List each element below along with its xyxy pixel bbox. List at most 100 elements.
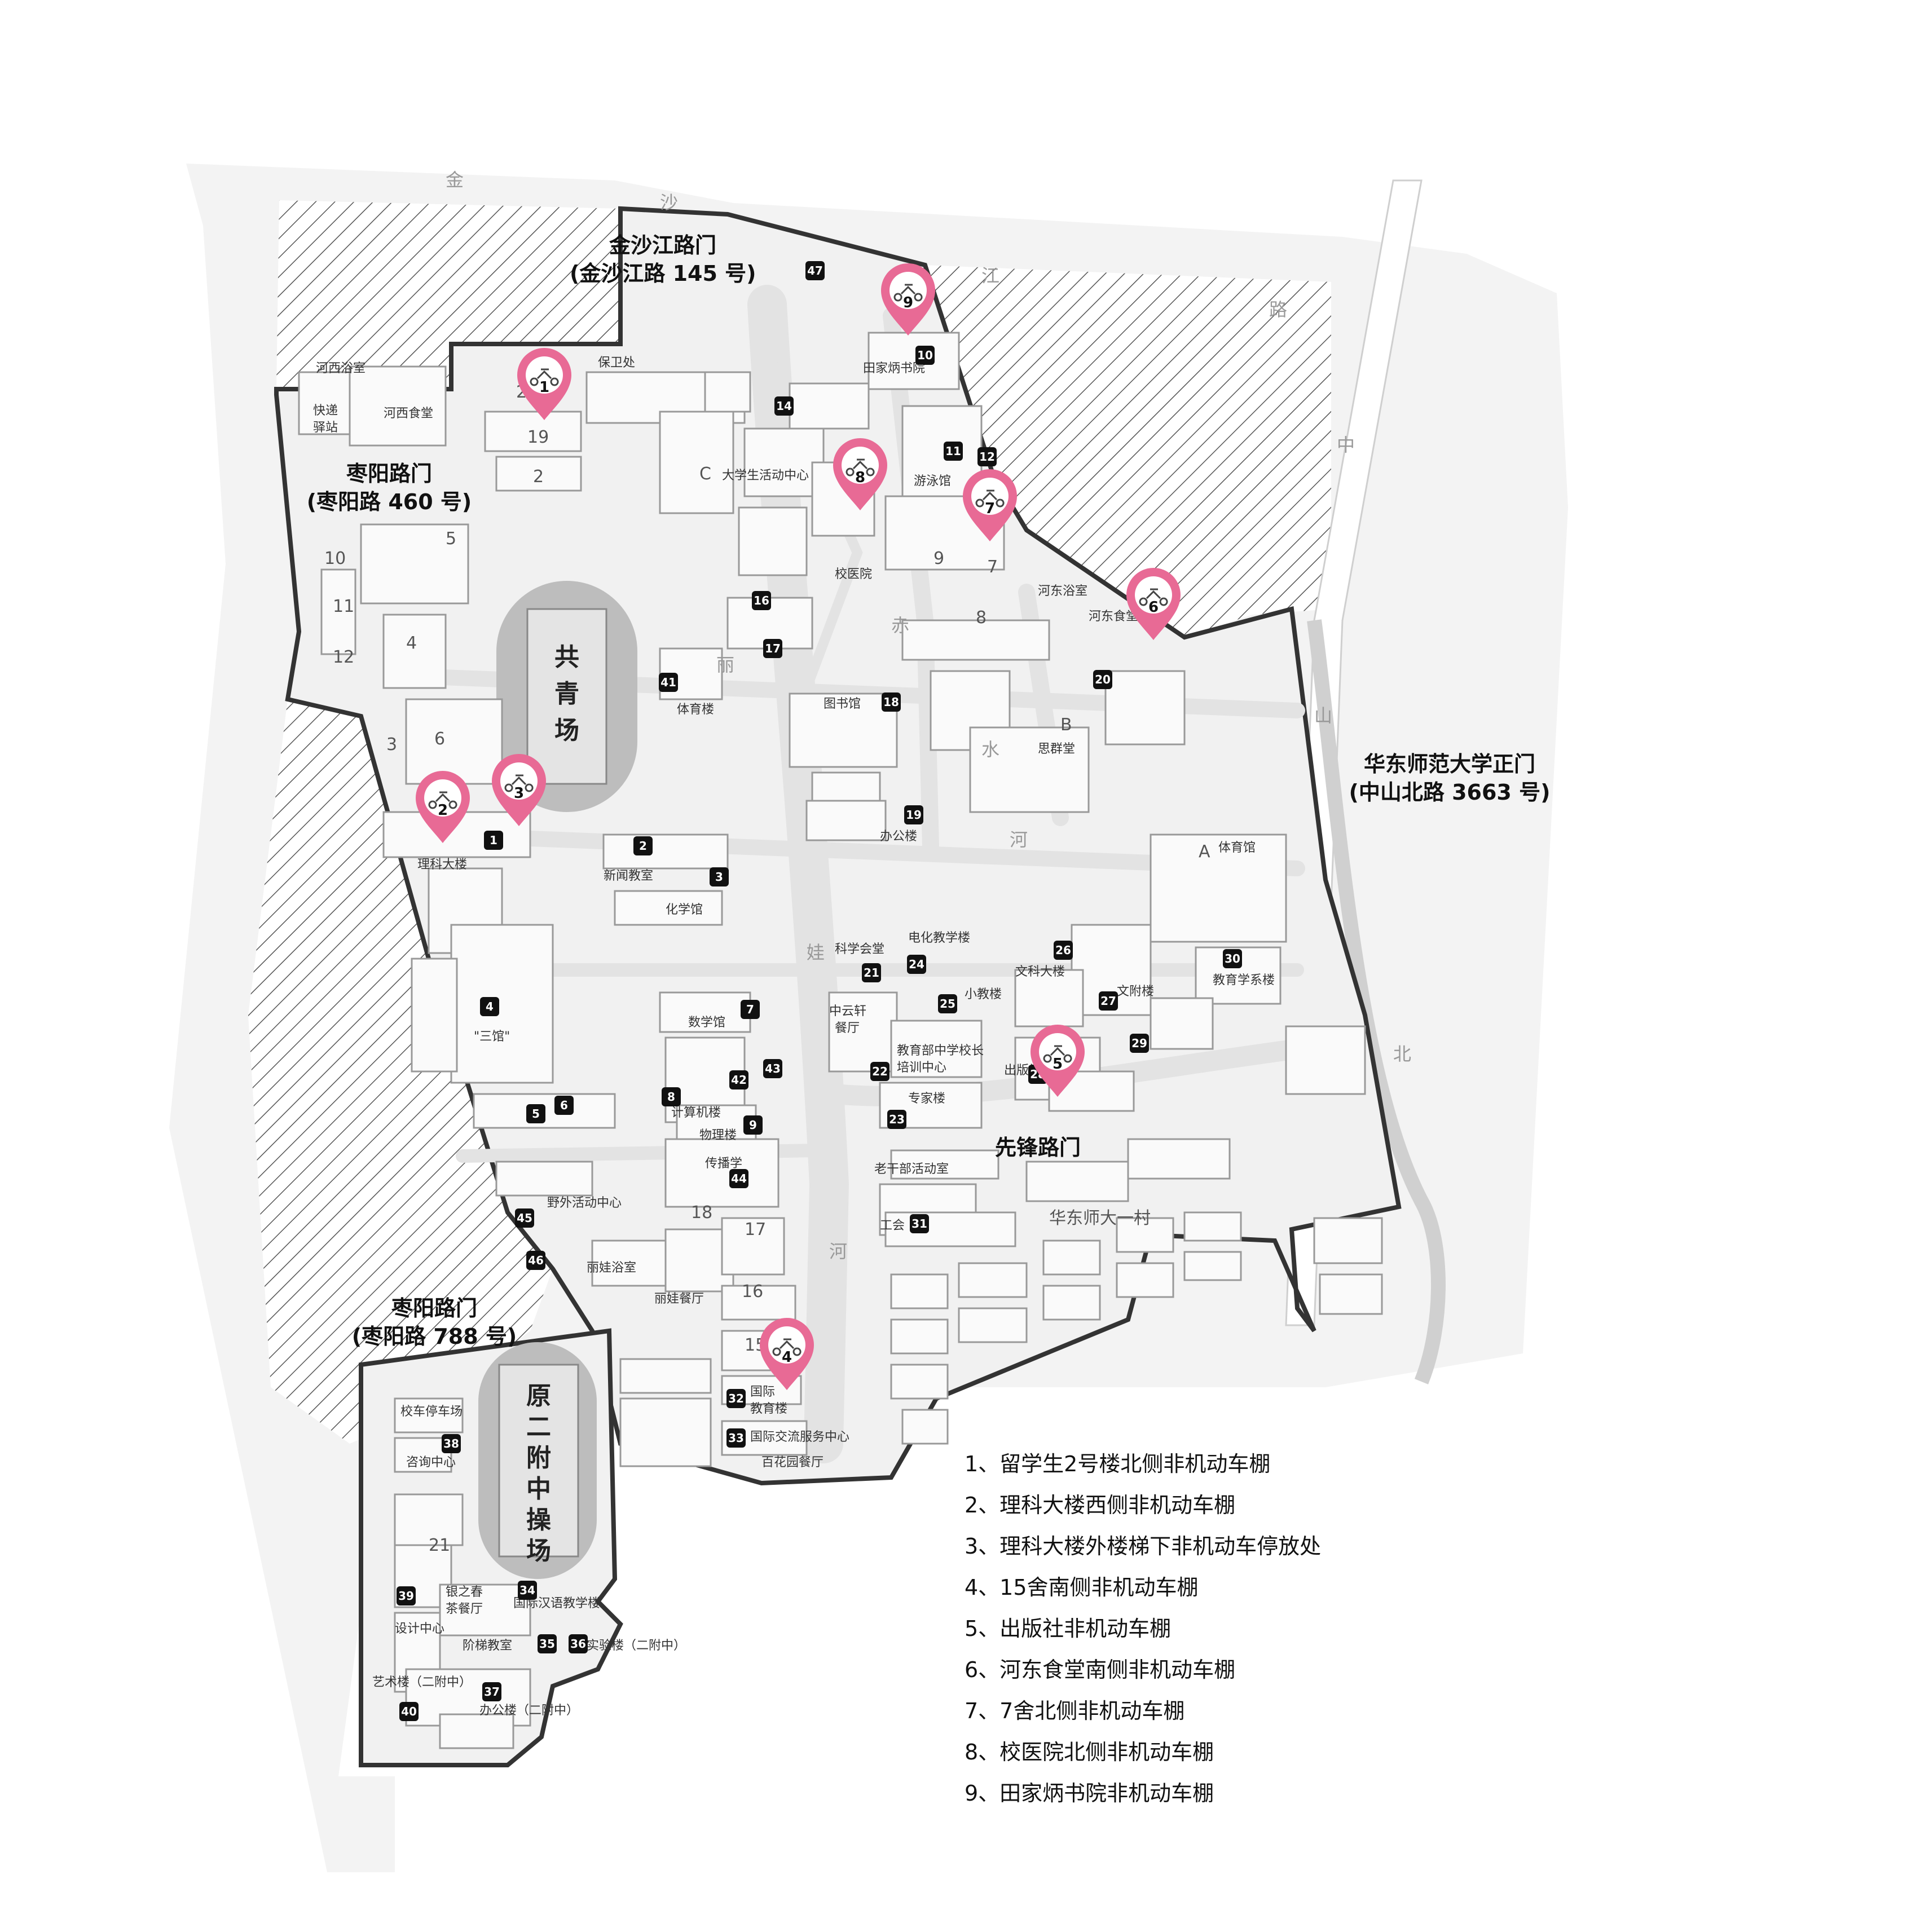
road-label-jiang: 江	[981, 265, 999, 286]
building-badge-5: 5	[526, 1104, 545, 1123]
badge-number: 10	[917, 349, 933, 362]
dorm-16: 16	[742, 1282, 763, 1302]
badge-number: 20	[1095, 673, 1111, 686]
parking-marker-8[interactable]: 8	[833, 438, 887, 510]
building-badge-26: 26	[1054, 941, 1073, 960]
gate-zaoyang-south: 枣阳路门 (枣阳路 788 号)	[338, 1294, 530, 1351]
badge-number: 42	[731, 1073, 747, 1087]
label-canting: 餐厅	[835, 1021, 860, 1035]
parking-marker-4[interactable]: 4	[760, 1318, 814, 1390]
dorm-18: 18	[691, 1203, 712, 1223]
parking-marker-1[interactable]: 1	[517, 348, 571, 420]
bike-icon	[772, 1338, 802, 1356]
building-badge-21: 21	[862, 963, 881, 982]
marker-number: 1	[539, 379, 549, 396]
badge-number: 17	[765, 642, 781, 655]
label-wenfu: 文附楼	[1117, 985, 1154, 999]
field-label-gongqing-3: 场	[554, 716, 579, 745]
label-huadong-yicun: 华东师大一村	[1049, 1208, 1151, 1228]
building-badge-47: 47	[805, 261, 825, 280]
badge-box	[977, 447, 997, 466]
badge-box	[482, 1682, 501, 1701]
badge-number: 23	[889, 1113, 905, 1126]
badge-box	[518, 1581, 537, 1600]
label-jiaoyuxue: 教育学系楼	[1213, 973, 1275, 987]
building-badge-43: 43	[763, 1059, 782, 1078]
parking-marker-6[interactable]: 6	[1126, 568, 1181, 640]
gate-jinshajiang: 金沙江路门 (金沙江路 145 号)	[570, 231, 756, 288]
badge-box	[741, 1000, 760, 1019]
badge-box	[763, 639, 782, 658]
badge-box	[1130, 1034, 1149, 1053]
gate-main-name: 华东师范大学正门	[1363, 752, 1535, 777]
badge-number: 36	[570, 1637, 586, 1651]
field-label-gongqing-2: 青	[554, 680, 579, 708]
badge-box	[774, 396, 794, 416]
badge-box	[805, 261, 825, 280]
parking-marker-5[interactable]: 5	[1031, 1025, 1085, 1097]
label-xinwen: 新闻教室	[604, 869, 653, 883]
dorm-19: 19	[527, 427, 549, 447]
label-shiyan: 实验楼（二附中）	[587, 1639, 686, 1653]
bike-icon	[1043, 1045, 1072, 1063]
bike-icon	[845, 458, 875, 477]
building-badge-14: 14	[774, 396, 794, 416]
building-badge-31: 31	[910, 1214, 929, 1233]
bike-icon	[1139, 588, 1168, 606]
building-badge-22: 22	[870, 1062, 889, 1081]
badge-box	[1054, 941, 1073, 960]
dorm-12: 12	[333, 647, 354, 667]
road-zhongshan-north-curve	[1307, 619, 1446, 1384]
road-label-bei: 北	[1393, 1043, 1411, 1065]
badge-box	[442, 1434, 461, 1453]
badge-number: 19	[906, 808, 922, 822]
legend-item-5: 5、出版社非机动车棚	[965, 1616, 1172, 1641]
dorm-5: 5	[446, 529, 456, 549]
label-bangong2: 办公楼（二附中）	[479, 1704, 579, 1718]
badge-box	[887, 1110, 906, 1129]
label-jisuanji: 计算机楼	[671, 1106, 721, 1120]
label-zhongyun: 中云轩	[829, 1004, 866, 1018]
label-yizhan: 驿站	[313, 421, 338, 435]
parking-marker-7[interactable]: 7	[963, 469, 1017, 541]
label-hedong-bath: 河东浴室	[1038, 584, 1087, 598]
parking-marker-2[interactable]: 2	[416, 771, 470, 843]
parking-marker-3[interactable]: 3	[492, 754, 546, 826]
badge-box	[538, 1634, 557, 1653]
badge-box	[659, 673, 678, 692]
building-badge-37: 37	[482, 1682, 501, 1701]
badge-box	[526, 1104, 545, 1123]
parking-marker-9[interactable]: 9	[881, 263, 935, 336]
building-badge-18: 18	[882, 692, 901, 712]
badge-number: 2	[639, 839, 647, 853]
marker-number: 7	[985, 500, 995, 517]
badge-box	[915, 346, 935, 365]
building-badge-34: 34	[518, 1581, 537, 1600]
building-badge-3: 3	[710, 867, 729, 886]
building-badge-46: 46	[526, 1251, 545, 1270]
building-badge-36: 36	[569, 1634, 588, 1653]
building-badge-2: 2	[633, 836, 653, 855]
badge-box	[1223, 949, 1242, 968]
badge-number: 9	[749, 1118, 757, 1132]
building-badge-41: 41	[659, 673, 678, 692]
label-liwa-bath: 丽娃浴室	[587, 1261, 636, 1275]
marker-number: 9	[903, 294, 913, 311]
label-yishu: 艺术楼（二附中）	[372, 1675, 472, 1690]
label-tiyu: 体育楼	[677, 703, 714, 717]
badge-number: 16	[754, 594, 769, 607]
marker-number: 4	[782, 1349, 792, 1366]
badge-number: 37	[484, 1685, 500, 1699]
field-label-yefz-3: 附	[526, 1444, 551, 1472]
road-label-wa: 娃	[807, 942, 825, 963]
building-badge-30: 30	[1223, 949, 1242, 968]
label-tianjia: 田家炳书院	[863, 361, 925, 376]
badge-number: 29	[1131, 1036, 1147, 1050]
badge-box	[910, 1214, 929, 1233]
road-label-zhong: 中	[1337, 434, 1355, 456]
label-xiaoche: 校车停车场	[400, 1405, 463, 1419]
badge-number: 41	[660, 676, 676, 689]
badge-number: 7	[746, 1003, 754, 1016]
gate-xianfeng: 先锋路门	[981, 1133, 1094, 1162]
building-badge-32: 32	[726, 1389, 746, 1408]
